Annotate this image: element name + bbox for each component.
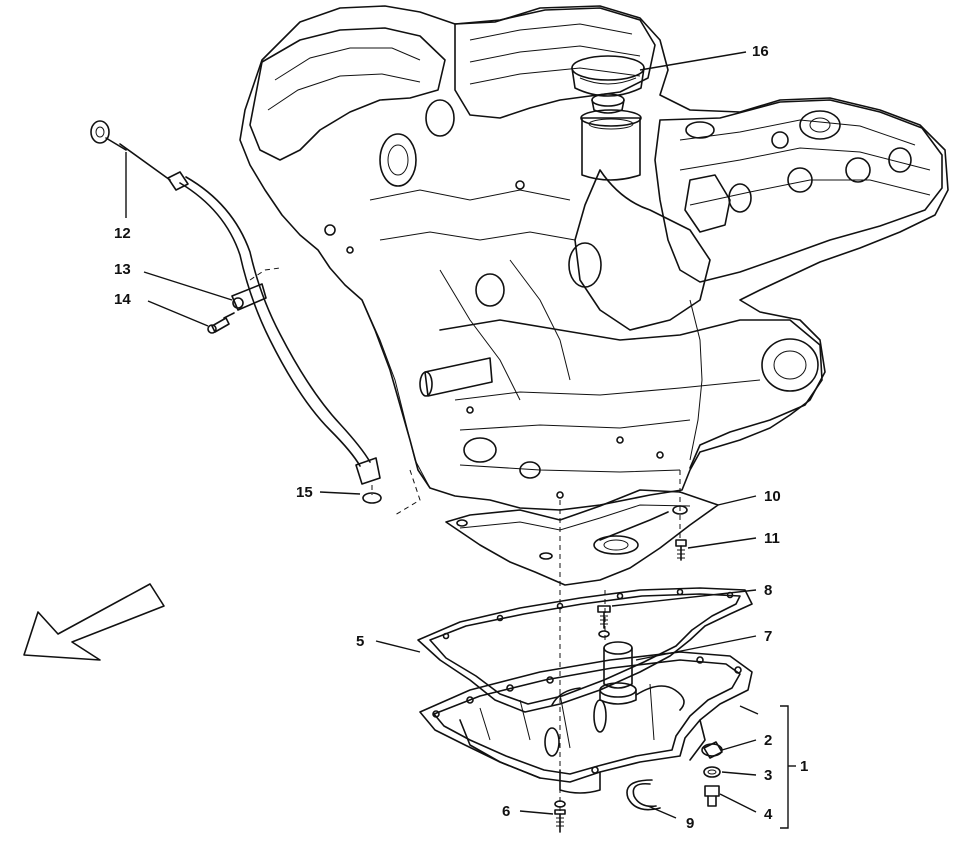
part-6-screw [554,800,566,833]
part-8-screw [597,605,611,638]
front-direction-arrow-icon [23,583,165,661]
callout-12: 12 [114,225,131,242]
callout-labels: 16 12 13 14 15 10 11 8 5 7 2 1 3 4 6 9 [114,43,808,832]
callout-2: 2 [764,732,772,749]
part-13-tube-bracket [231,283,267,311]
part-10-baffle-plate [445,489,719,586]
part-9-circlip [626,779,661,811]
part-15-tube-seal [355,457,421,516]
part-11-baffle-screw [675,539,687,561]
callout-4: 4 [764,806,773,823]
callout-11: 11 [764,530,780,547]
callout-6: 6 [502,803,510,820]
part-12-dipstick [90,120,171,181]
part-1-oil-pan [419,651,753,794]
engine-block [239,5,949,511]
callout-1: 1 [800,758,808,775]
callout-3: 3 [764,767,772,784]
callout-8: 8 [764,582,772,599]
part-16-oil-filler-cap [571,55,645,114]
callout-16: 16 [752,43,769,60]
part-3-sealing-ring [703,766,721,778]
part-5-oil-pan-gasket [417,587,753,713]
alignment-lines [559,470,681,820]
callout-9: 9 [686,815,694,832]
callout-10: 10 [764,488,781,505]
callout-13: 13 [114,261,131,278]
callout-14: 14 [114,291,131,308]
part-2-drain-plug-washer [701,741,723,759]
leader-lines [125,51,796,829]
part-4-drain-plug [704,785,720,807]
callout-5: 5 [356,633,364,650]
part-14-bracket-screw [207,312,235,334]
part-dipstick-tube [167,171,371,467]
callout-15: 15 [296,484,313,501]
callout-7: 7 [764,628,772,645]
